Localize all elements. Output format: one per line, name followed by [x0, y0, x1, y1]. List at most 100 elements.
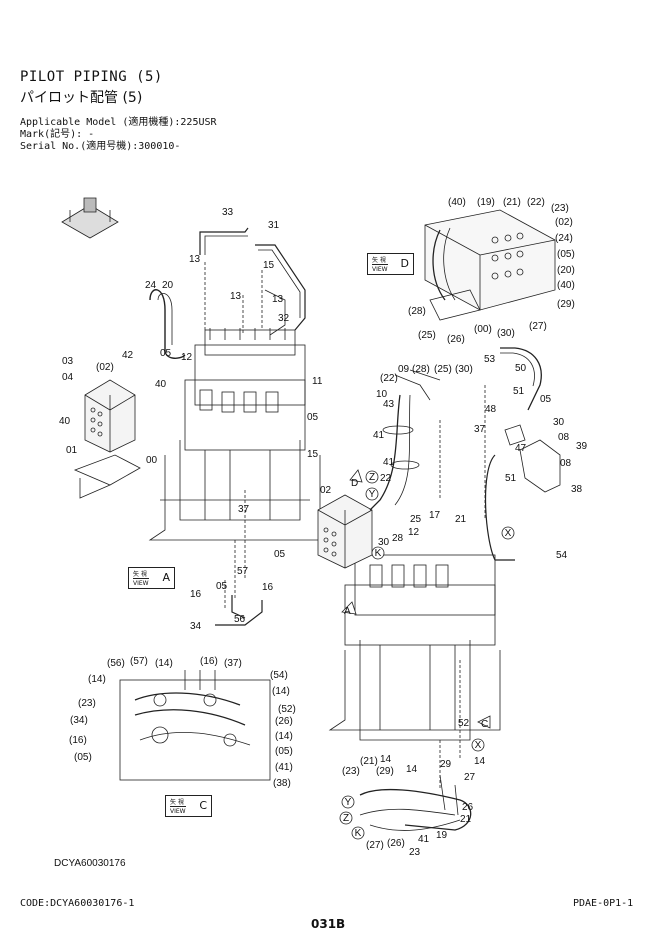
page-title: PILOT PIPING (5)	[20, 69, 163, 85]
label: (19)	[477, 197, 495, 208]
label: 51	[505, 473, 517, 484]
label: (28)	[408, 306, 426, 317]
label: (30)	[497, 328, 515, 339]
label: 42	[122, 350, 134, 361]
callout-k: K	[375, 548, 382, 559]
label: 25	[410, 514, 422, 525]
callout-y: Y	[369, 489, 376, 500]
label: 39	[576, 441, 588, 452]
callout-a: A	[344, 606, 351, 617]
label: (14)	[88, 674, 106, 685]
label: 43	[383, 399, 395, 410]
callout-y2: Y	[345, 797, 352, 808]
label: 09	[398, 364, 410, 375]
callout-k2: K	[355, 828, 362, 839]
label: (26)	[447, 334, 465, 345]
label: 12	[408, 527, 420, 538]
label: (29)	[557, 299, 575, 310]
label: 20	[162, 280, 174, 291]
label: 23	[409, 847, 421, 858]
label: (26)	[387, 838, 405, 849]
label: (20)	[557, 265, 575, 276]
label: 13	[189, 254, 201, 265]
label: (23)	[78, 698, 96, 709]
label: 14	[474, 756, 486, 767]
label: 02	[320, 485, 332, 496]
label: 05	[160, 348, 172, 359]
label: 15	[263, 260, 275, 271]
label: (22)	[527, 197, 545, 208]
page-title-jp: パイロット配管 (5)	[20, 90, 143, 106]
control-valve-right	[328, 554, 501, 741]
page-number: 031B	[311, 917, 346, 931]
label: 24	[145, 280, 157, 291]
label: (14)	[272, 686, 290, 697]
label: 17	[429, 510, 441, 521]
label: 05	[216, 581, 228, 592]
label: (40)	[557, 280, 575, 291]
label: (05)	[74, 752, 92, 763]
label: 14	[380, 754, 392, 765]
label: 01	[66, 445, 78, 456]
applicable-model: Applicable Model (適用機種):225USR	[20, 117, 217, 128]
label: 30	[553, 417, 565, 428]
label: 53	[484, 354, 496, 365]
label: (02)	[555, 217, 573, 228]
label: 21	[460, 814, 472, 825]
label: (52)	[278, 704, 296, 715]
view-d-tag: 矢 視 VIEW D	[367, 253, 414, 275]
label: 41	[418, 834, 430, 845]
callout-z: Z	[369, 472, 375, 483]
label: 47	[515, 443, 527, 454]
view-c-assembly	[119, 670, 271, 781]
label: 31	[268, 220, 280, 231]
label: (05)	[275, 746, 293, 757]
label: 41	[373, 430, 385, 441]
label: 13	[230, 291, 242, 302]
solenoid-block-center	[317, 494, 373, 569]
label: (23)	[551, 203, 569, 214]
label: 05	[540, 394, 552, 405]
solenoid-block-left	[84, 379, 136, 453]
label: (00)	[474, 324, 492, 335]
view-c-tag: 矢 視 VIEW C	[165, 795, 212, 817]
label: (24)	[555, 233, 573, 244]
mark: Mark(記号): -	[20, 129, 95, 140]
label: (25)	[418, 330, 436, 341]
label: (30)	[455, 364, 473, 375]
label: (27)	[529, 321, 547, 332]
label: (27)	[366, 840, 384, 851]
label: 54	[556, 550, 568, 561]
label: 10	[376, 389, 388, 400]
label: 22	[380, 473, 392, 484]
label: (29)	[376, 766, 394, 777]
label: (28)	[412, 364, 430, 375]
label: 05	[307, 412, 319, 423]
footer-ref: PDAE-0P1-1	[573, 898, 634, 909]
label: 52	[458, 718, 470, 729]
label: 56	[234, 614, 246, 625]
callout-c: C	[481, 719, 488, 730]
label: 16	[262, 582, 274, 593]
label: (21)	[360, 756, 378, 767]
label: (26)	[275, 716, 293, 727]
label: 40	[155, 379, 167, 390]
label: (05)	[557, 249, 575, 260]
label: (41)	[275, 762, 293, 773]
label: 27	[464, 772, 476, 783]
label: (25)	[434, 364, 452, 375]
callout-x: X	[505, 528, 512, 539]
callout-x2: X	[475, 740, 482, 751]
view-d-assembly	[424, 209, 556, 321]
label: (21)	[503, 197, 521, 208]
label: 00	[146, 455, 158, 466]
label: 38	[571, 484, 583, 495]
label: (56)	[107, 658, 125, 669]
label: 29	[440, 759, 452, 770]
label: (16)	[200, 656, 218, 667]
label: 13	[272, 294, 284, 305]
part-labels: 33 31 13 15 13 13 32 24 20 42 05 12 03 0…	[59, 197, 588, 858]
label: 12	[181, 352, 193, 363]
label: 51	[513, 386, 525, 397]
